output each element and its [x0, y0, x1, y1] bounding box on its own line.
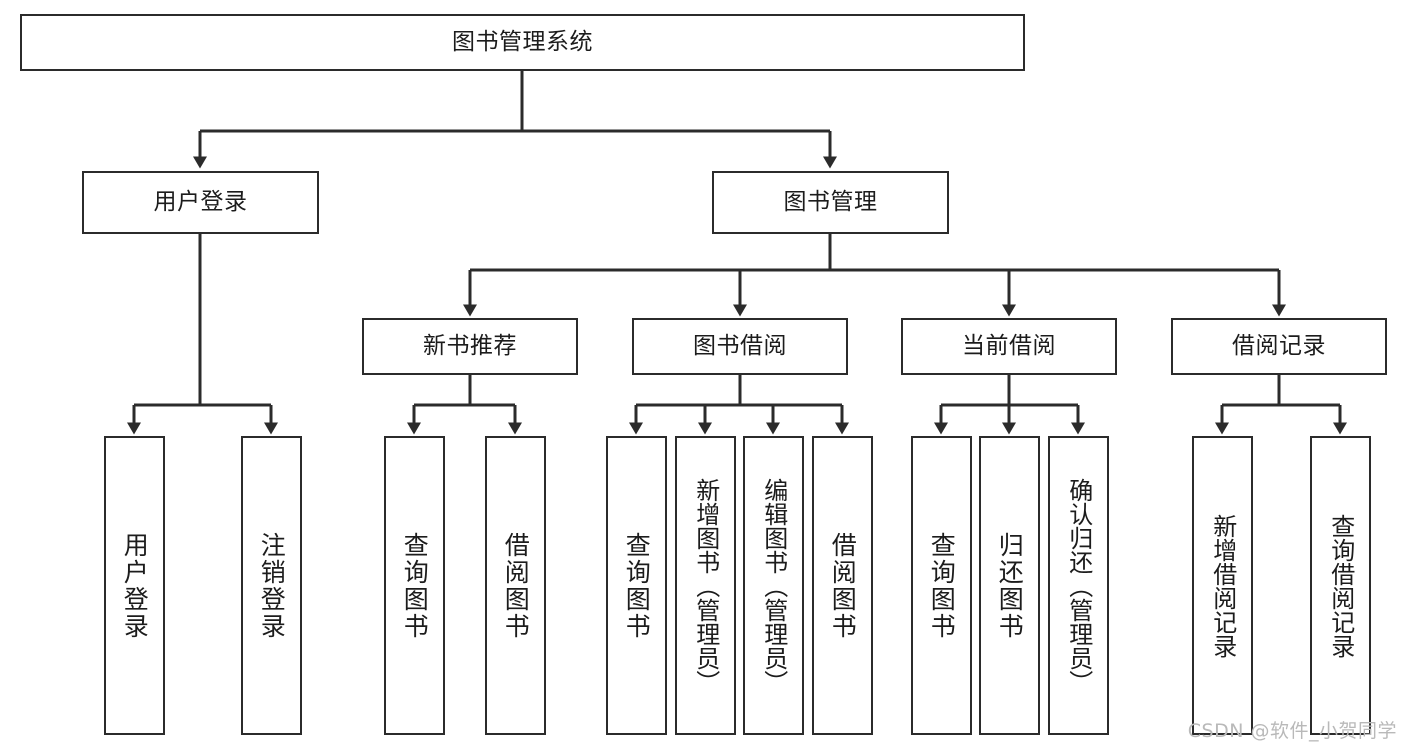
node-leaf-edit-book[interactable]: 编辑图书（管理员） — [743, 436, 804, 735]
node-borrow-record[interactable]: 借阅记录 — [1171, 318, 1387, 375]
node-leaf-user-login-label: 用户登录 — [120, 531, 150, 640]
node-leaf-query-book-2[interactable]: 查询图书 — [606, 436, 667, 735]
node-root-label: 图书管理系统 — [452, 29, 593, 56]
node-new-book-rec-label: 新书推荐 — [423, 333, 517, 360]
node-leaf-add-record[interactable]: 新增借阅记录 — [1192, 436, 1253, 735]
node-leaf-query-book-3-label: 查询图书 — [927, 531, 957, 640]
watermark-text: CSDN @软件_小贺同学 — [1187, 720, 1397, 742]
node-leaf-borrow-book-1[interactable]: 借阅图书 — [485, 436, 546, 735]
node-book-manage-label: 图书管理 — [783, 189, 878, 216]
node-leaf-query-book-2-label: 查询图书 — [622, 531, 652, 640]
node-leaf-borrow-book-2-label: 借阅图书 — [828, 531, 858, 640]
node-current-borrow-label: 当前借阅 — [962, 333, 1056, 360]
node-leaf-add-book[interactable]: 新增图书（管理员） — [675, 436, 736, 735]
node-current-borrow[interactable]: 当前借阅 — [901, 318, 1117, 375]
node-root[interactable]: 图书管理系统 — [20, 14, 1025, 71]
node-borrow-record-label: 借阅记录 — [1232, 333, 1326, 360]
node-leaf-confirm-return-label: 确认归还（管理员） — [1064, 477, 1093, 694]
node-leaf-add-book-label: 新增图书（管理员） — [691, 477, 720, 694]
node-leaf-borrow-book-2[interactable]: 借阅图书 — [812, 436, 873, 735]
node-leaf-query-book-1-label: 查询图书 — [400, 531, 430, 640]
node-leaf-return-book-label: 归还图书 — [995, 531, 1025, 640]
node-leaf-user-login[interactable]: 用户登录 — [104, 436, 165, 735]
node-leaf-logout-label: 注销登录 — [257, 531, 287, 640]
node-book-borrow-label: 图书借阅 — [693, 333, 787, 360]
node-book-borrow[interactable]: 图书借阅 — [632, 318, 848, 375]
node-leaf-borrow-book-1-label: 借阅图书 — [501, 531, 531, 640]
node-leaf-logout[interactable]: 注销登录 — [241, 436, 302, 735]
node-leaf-add-record-label: 新增借阅记录 — [1208, 513, 1237, 658]
node-user-login-label: 用户登录 — [153, 189, 248, 216]
node-leaf-query-record[interactable]: 查询借阅记录 — [1310, 436, 1371, 735]
node-leaf-return-book[interactable]: 归还图书 — [979, 436, 1040, 735]
node-new-book-rec[interactable]: 新书推荐 — [362, 318, 578, 375]
node-leaf-query-record-label: 查询借阅记录 — [1326, 513, 1355, 658]
node-user-login[interactable]: 用户登录 — [82, 171, 319, 234]
node-leaf-query-book-1[interactable]: 查询图书 — [384, 436, 445, 735]
node-leaf-query-book-3[interactable]: 查询图书 — [911, 436, 972, 735]
node-leaf-confirm-return[interactable]: 确认归还（管理员） — [1048, 436, 1109, 735]
node-leaf-edit-book-label: 编辑图书（管理员） — [759, 477, 788, 694]
node-book-manage[interactable]: 图书管理 — [712, 171, 949, 234]
